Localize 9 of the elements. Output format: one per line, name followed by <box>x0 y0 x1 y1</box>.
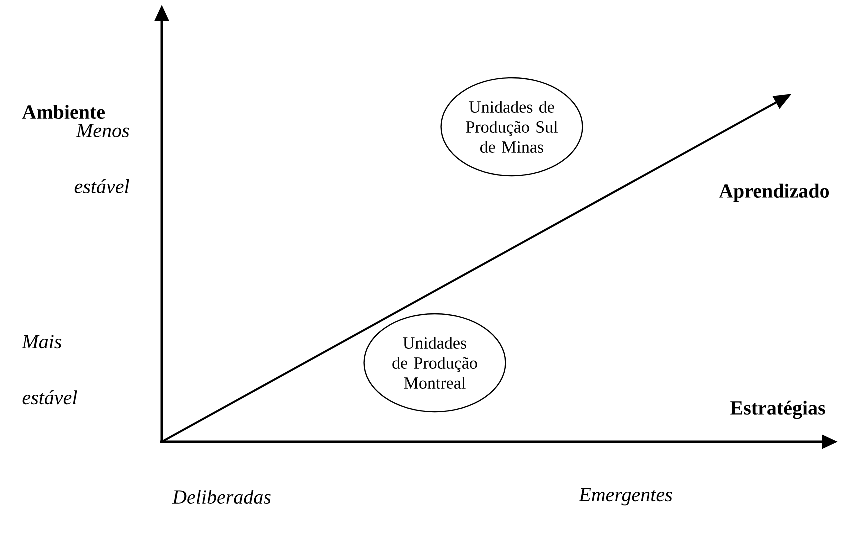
axis-label: Aprendizado <box>719 184 830 202</box>
ellipse-node: Unidades de Produção Montreal <box>364 313 506 413</box>
axis-label: Ambiente <box>22 104 105 120</box>
axis-label: Mais estável <box>22 335 78 405</box>
ellipse-node: Unidades de Produção Sul de Minas <box>440 77 584 177</box>
axis-label: Estratégias <box>730 400 826 420</box>
axis-label: Menos estável <box>74 124 130 194</box>
axis-label: Deliberadas <box>172 490 271 504</box>
axis-label: Emergentes <box>578 488 672 506</box>
